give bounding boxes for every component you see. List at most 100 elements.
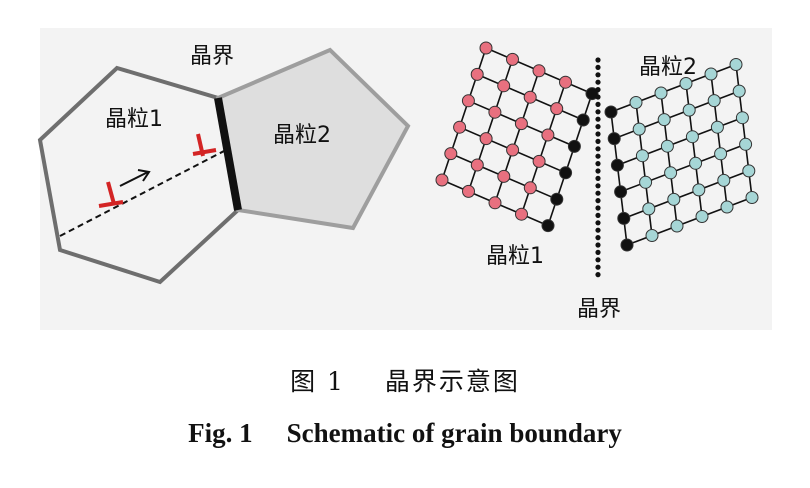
atom <box>729 58 743 71</box>
atom <box>717 173 731 187</box>
boundary-dot <box>595 131 601 137</box>
atom <box>453 120 467 134</box>
boundary-dot <box>595 212 601 218</box>
atom <box>576 113 590 127</box>
slip-plane-line <box>59 149 227 237</box>
atom <box>685 130 699 144</box>
right-grain1-label: 晶粒1 <box>486 244 544 269</box>
atom <box>679 77 693 90</box>
boundary-dot <box>595 94 601 100</box>
caption-english: Fig. 1 Schematic of grain boundary <box>0 418 810 449</box>
atom <box>462 184 475 198</box>
atom <box>654 86 668 100</box>
boundary-dot <box>595 235 601 241</box>
atom <box>497 169 511 183</box>
atom <box>692 183 706 197</box>
atom <box>610 158 624 172</box>
boundary-dotted-line <box>595 57 601 278</box>
atom <box>720 200 734 214</box>
atom <box>695 210 709 223</box>
boundary-dot <box>595 146 601 152</box>
atom <box>541 219 555 233</box>
atom <box>515 207 528 221</box>
atom <box>642 202 656 216</box>
boundary-dot <box>595 198 601 204</box>
atom <box>614 185 628 199</box>
grain1-lattice <box>435 41 599 233</box>
caption-chinese: 图 1 晶界示意图 <box>0 362 810 398</box>
atom <box>645 229 659 242</box>
atom <box>488 196 502 210</box>
caption-en-text: Schematic of grain boundary <box>286 418 622 448</box>
dislocation-pileup-icon <box>192 133 217 157</box>
boundary-dot <box>595 101 601 107</box>
atom <box>607 132 621 146</box>
atom <box>532 154 546 168</box>
boundary-dot <box>595 116 601 122</box>
caption-cn-text: 晶界示意图 <box>384 367 520 396</box>
atom <box>461 94 475 108</box>
atom <box>670 219 684 233</box>
atom <box>657 113 671 127</box>
right-grain2-label: 晶粒2 <box>639 55 697 80</box>
grain-boundary-figure: 晶界 晶粒1 晶粒2 晶粒2 晶粒1 晶界 <box>37 28 772 330</box>
atom <box>682 103 696 117</box>
right-boundary-label: 晶界 <box>577 297 621 322</box>
boundary-dot <box>595 153 601 159</box>
boundary-dot <box>595 220 601 226</box>
atom <box>664 166 678 180</box>
atom <box>620 238 634 252</box>
caption-cn-number: 图 1 <box>290 367 345 396</box>
caption-en-number: Fig. 1 <box>188 418 253 448</box>
atom <box>514 117 528 131</box>
atom <box>567 139 581 153</box>
boundary-dot <box>595 57 601 63</box>
left-boundary-label: 晶界 <box>190 44 234 69</box>
grain2-lattice <box>604 58 759 252</box>
atom <box>617 211 631 225</box>
boundary-dot <box>595 87 601 93</box>
atom <box>635 149 649 163</box>
atom <box>632 122 646 136</box>
boundary-dot <box>595 72 601 78</box>
boundary-dot <box>595 205 601 211</box>
boundary-dot <box>595 161 601 167</box>
atom <box>660 139 674 153</box>
atom <box>667 192 681 206</box>
atom <box>732 84 746 98</box>
atom <box>470 67 484 81</box>
grain-boundary-line <box>214 97 242 211</box>
boundary-dot <box>595 183 601 189</box>
atom <box>506 143 520 157</box>
atom <box>550 192 564 206</box>
atom <box>735 111 749 125</box>
atom <box>604 105 618 119</box>
atom <box>523 181 537 195</box>
atom <box>506 52 519 66</box>
atom <box>479 41 493 55</box>
right-panel: 晶粒2 晶粒1 晶界 <box>435 41 759 322</box>
atom <box>497 79 511 93</box>
atom <box>704 67 718 81</box>
atom <box>585 87 599 101</box>
atom <box>523 90 537 104</box>
atom <box>550 102 564 116</box>
boundary-dot <box>595 138 601 144</box>
atom <box>639 175 653 189</box>
atom <box>559 75 572 89</box>
arrow-icon <box>119 169 151 187</box>
left-panel: 晶界 晶粒1 晶粒2 <box>37 44 411 285</box>
atom <box>739 137 753 151</box>
boundary-dot <box>595 168 601 174</box>
atom <box>479 132 493 146</box>
left-grain2-label: 晶粒2 <box>273 123 331 148</box>
boundary-dot <box>595 257 601 263</box>
boundary-dot <box>595 227 601 233</box>
dislocation-icon <box>98 181 124 208</box>
boundary-dot <box>595 264 601 270</box>
atom <box>714 147 728 161</box>
atom <box>470 158 484 172</box>
atom <box>488 105 502 119</box>
atom <box>435 173 449 187</box>
atom <box>532 64 546 78</box>
